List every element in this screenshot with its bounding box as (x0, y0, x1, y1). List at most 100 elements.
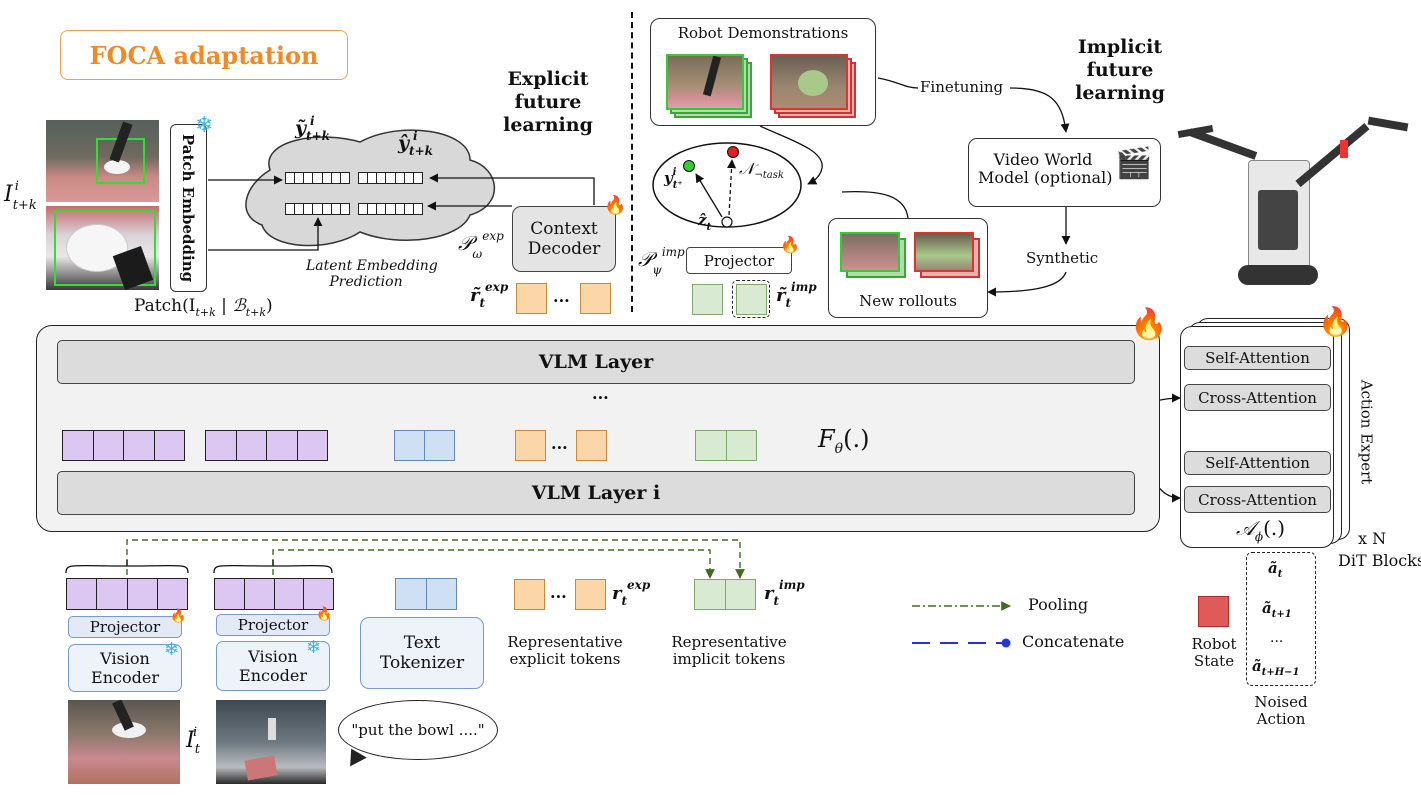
noised-action-l2: Action (1256, 710, 1306, 729)
text-tokenizer-l1: Text (403, 633, 441, 653)
implicit-heading-l1: Implicit (1077, 36, 1163, 58)
robot-state-label: Robot State (1186, 635, 1242, 671)
cross-attention-2: Cross-Attention (1184, 486, 1331, 513)
implicit-heading: Implicit future learning (1070, 36, 1170, 106)
y-hat-label: ŷt+ki (398, 129, 433, 158)
a-phi-letter: 𝒜 (1236, 516, 1255, 540)
y-tilde-label: ỹt+ki (295, 114, 330, 143)
self-attention-1: Self-Attention (1184, 346, 1331, 370)
z-to-positive (695, 173, 723, 218)
projector-2: Projector (216, 614, 330, 636)
finetuning-label: Finetuning (920, 78, 1004, 96)
p-omega-label: 𝒫ωexp (458, 229, 504, 261)
vision-encoder-1-frozen-icon: ❄ (164, 639, 180, 660)
action-expert-title: Action Expert (1356, 372, 1376, 492)
z-t-letter: ẑ (698, 211, 707, 229)
bracket-2 (213, 560, 333, 574)
x-n-label: x N (1358, 529, 1387, 548)
demo-success-photo (666, 54, 744, 110)
y-t-letter: y (664, 169, 673, 187)
action-dots: ... (1270, 630, 1284, 646)
n-task-label: 𝒩¬task (739, 159, 784, 181)
implicit-projector-label: Projector (703, 251, 775, 270)
vision-encoder-2-l1: Vision (248, 647, 298, 666)
vlm-layer-top: VLM Layer (57, 340, 1135, 384)
vision-encoder-2-l2: Encoder (239, 666, 307, 685)
r-tilde-imp-letter: r̃ (776, 285, 786, 306)
text-tokenizer-l2: Tokenizer (379, 653, 465, 673)
legend-pooling-label: Pooling (1028, 595, 1089, 614)
action-a-t-letter: ã (1268, 559, 1278, 577)
pooling-line-1 (126, 539, 745, 579)
projector-1: Projector (68, 616, 182, 638)
vision-encoder-2: Vision Encoder (216, 641, 330, 691)
noised-action-label: Noised Action (1246, 693, 1316, 729)
self-attention-2-label: Self-Attention (1205, 454, 1310, 472)
cloud-token-row-3 (285, 203, 350, 215)
video-world-l2: Model (optional) (978, 168, 1113, 188)
input-vision-tokens-1 (66, 578, 188, 610)
z-t-label: ẑt (698, 211, 712, 233)
text-tokenizer: Text Tokenizer (360, 617, 484, 689)
negative-point (727, 146, 739, 158)
positive-point (683, 160, 695, 172)
rep-implicit-caption: Representative implicit tokens (664, 633, 794, 669)
self-attention-1-label: Self-Attention (1205, 349, 1310, 367)
legend-concat-label: Concatenate (1022, 632, 1125, 651)
cross-attention-1-label: Cross-Attention (1198, 388, 1317, 407)
p-psi-label: 𝒫ψimp (638, 245, 685, 277)
action-expert-fire-icon: 🔥 (1318, 305, 1353, 338)
cloud-token-row-2 (358, 172, 423, 184)
implicit-projector-block: Projector (686, 247, 792, 274)
explicit-heading-l2: future (514, 91, 582, 114)
rollout-fail-photo (914, 232, 974, 272)
vlm-exp-token-dots: ... (551, 434, 568, 453)
vision-encoder-1: Vision Encoder (68, 644, 182, 692)
projector-2-fire-icon: 🔥 (316, 607, 333, 622)
imp-token-b-dashed (732, 280, 770, 318)
p-psi-letter: 𝒫 (638, 247, 653, 271)
latent-caption: Latent Embedding Prediction (306, 258, 438, 290)
foca-title: FOCA adaptation (89, 40, 319, 70)
vlm-vision-tokens-2 (205, 430, 328, 461)
cloud-token-row-1 (285, 172, 350, 184)
vlm-layer-i-label: VLM Layer i (531, 482, 661, 504)
demos-to-finetuning (877, 77, 919, 89)
vlm-imp-tokens (695, 430, 757, 461)
robot-state-l1: Robot (1191, 635, 1237, 653)
instruction-speech-bubble: "put the bowl ...." (338, 700, 498, 760)
vlm-layer-top-label: VLM Layer (538, 351, 654, 373)
exp-token-b (580, 283, 611, 314)
video-model-icon: 🎬 (1115, 146, 1153, 181)
explicit-heading-l1: Explicit (507, 68, 589, 90)
patch-caption: Patch(It+k | ℬt+k) (134, 296, 273, 319)
r-tilde-imp-label: r̃timp (776, 280, 817, 310)
implicit-heading-l3: learning (1075, 82, 1165, 105)
action-a-tH: ãt+H−1 (1252, 657, 1300, 678)
r-exp-label: rtexp (612, 578, 651, 608)
vision-encoder-1-l1: Vision (100, 649, 150, 668)
patch-embedding-frozen-icon: ❄ (195, 113, 214, 138)
noised-action-l1: Noised (1254, 693, 1308, 711)
instruction-text: "put the bowl ...." (351, 721, 485, 739)
action-expert-title-text: Action Expert (1357, 379, 1376, 485)
n-task-sub: ¬task (754, 170, 784, 181)
current-frame-2 (216, 700, 326, 784)
demo-fail-photo (770, 54, 848, 110)
synthetic-label: Synthetic (1026, 249, 1099, 267)
cloud-token-row-4 (358, 203, 423, 215)
patch-embedding-block: Patch Embedding (170, 124, 207, 292)
implicit-heading-l2: future (1086, 59, 1154, 82)
bimanual-robot-image (1177, 100, 1409, 300)
future-frame-bottom (46, 206, 159, 290)
rep-exp-token-dots: ... (550, 583, 567, 602)
vlm-text-tokens (394, 430, 455, 461)
foca-title-box: FOCA adaptation (60, 30, 348, 80)
r-imp-label: rtimp (764, 578, 805, 608)
demos-to-ellipse (759, 125, 823, 185)
projector-1-fire-icon: 🔥 (170, 609, 187, 624)
legend-concat-dot (1001, 638, 1011, 648)
vlm-layer-i: VLM Layer i (57, 471, 1135, 515)
current-frame-1 (68, 700, 180, 784)
